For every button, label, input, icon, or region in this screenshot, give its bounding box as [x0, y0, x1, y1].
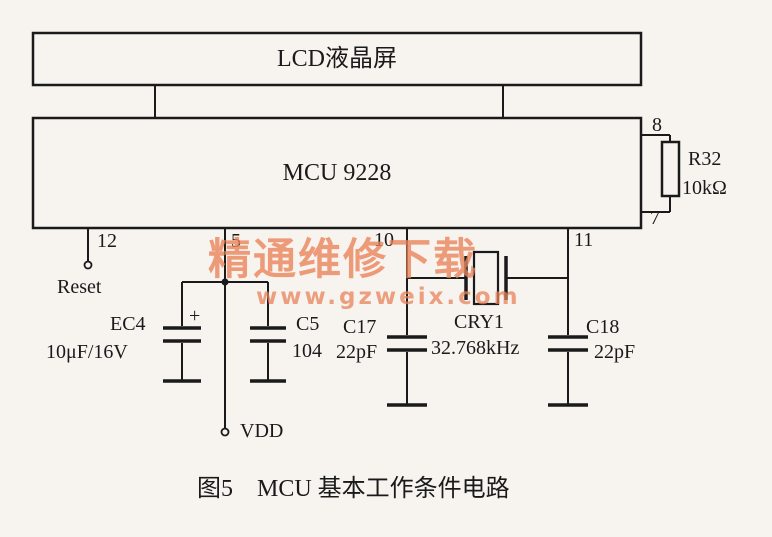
c17-value: 22pF: [336, 341, 377, 363]
c5-name: C5: [296, 313, 319, 335]
ec4-value: 10μF/16V: [46, 341, 128, 363]
pin7-label: 7: [650, 207, 660, 229]
c18-name: C18: [586, 316, 619, 338]
pin10-label: 10: [374, 229, 394, 251]
reset-label: Reset: [57, 276, 102, 298]
pin8-label: 8: [652, 114, 662, 136]
watermark-url: www.gzweix.com: [256, 284, 521, 310]
watermark-text: 精通维修下载: [208, 235, 478, 285]
cry1-name: CRY1: [454, 311, 504, 333]
pin12-label: 12: [97, 230, 117, 252]
pin5-label: 5: [231, 230, 241, 252]
c17-name: C17: [343, 316, 376, 338]
r32-value: 10kΩ: [682, 177, 727, 199]
ec4-name: EC4: [110, 313, 146, 335]
ec4-polarity: +: [189, 305, 200, 327]
c18-value: 22pF: [594, 341, 635, 363]
c5-value: 104: [292, 340, 322, 362]
lcd-block: [31, 31, 643, 87]
mcu-label: MCU 9228: [283, 160, 392, 186]
r32-resistor: [660, 140, 681, 198]
reset-terminal: [83, 260, 93, 270]
vdd-terminal: [220, 427, 230, 437]
pin11-label: 11: [574, 229, 593, 251]
cry1-crystal: [472, 250, 500, 306]
mcu-block: [31, 116, 643, 230]
lcd-label: LCD液晶屏: [277, 45, 397, 72]
figure-caption: 图5 MCU 基本工作条件电路: [197, 475, 510, 502]
cry1-value: 32.768kHz: [431, 337, 519, 359]
vdd-label: VDD: [240, 420, 283, 442]
r32-name: R32: [688, 148, 721, 170]
